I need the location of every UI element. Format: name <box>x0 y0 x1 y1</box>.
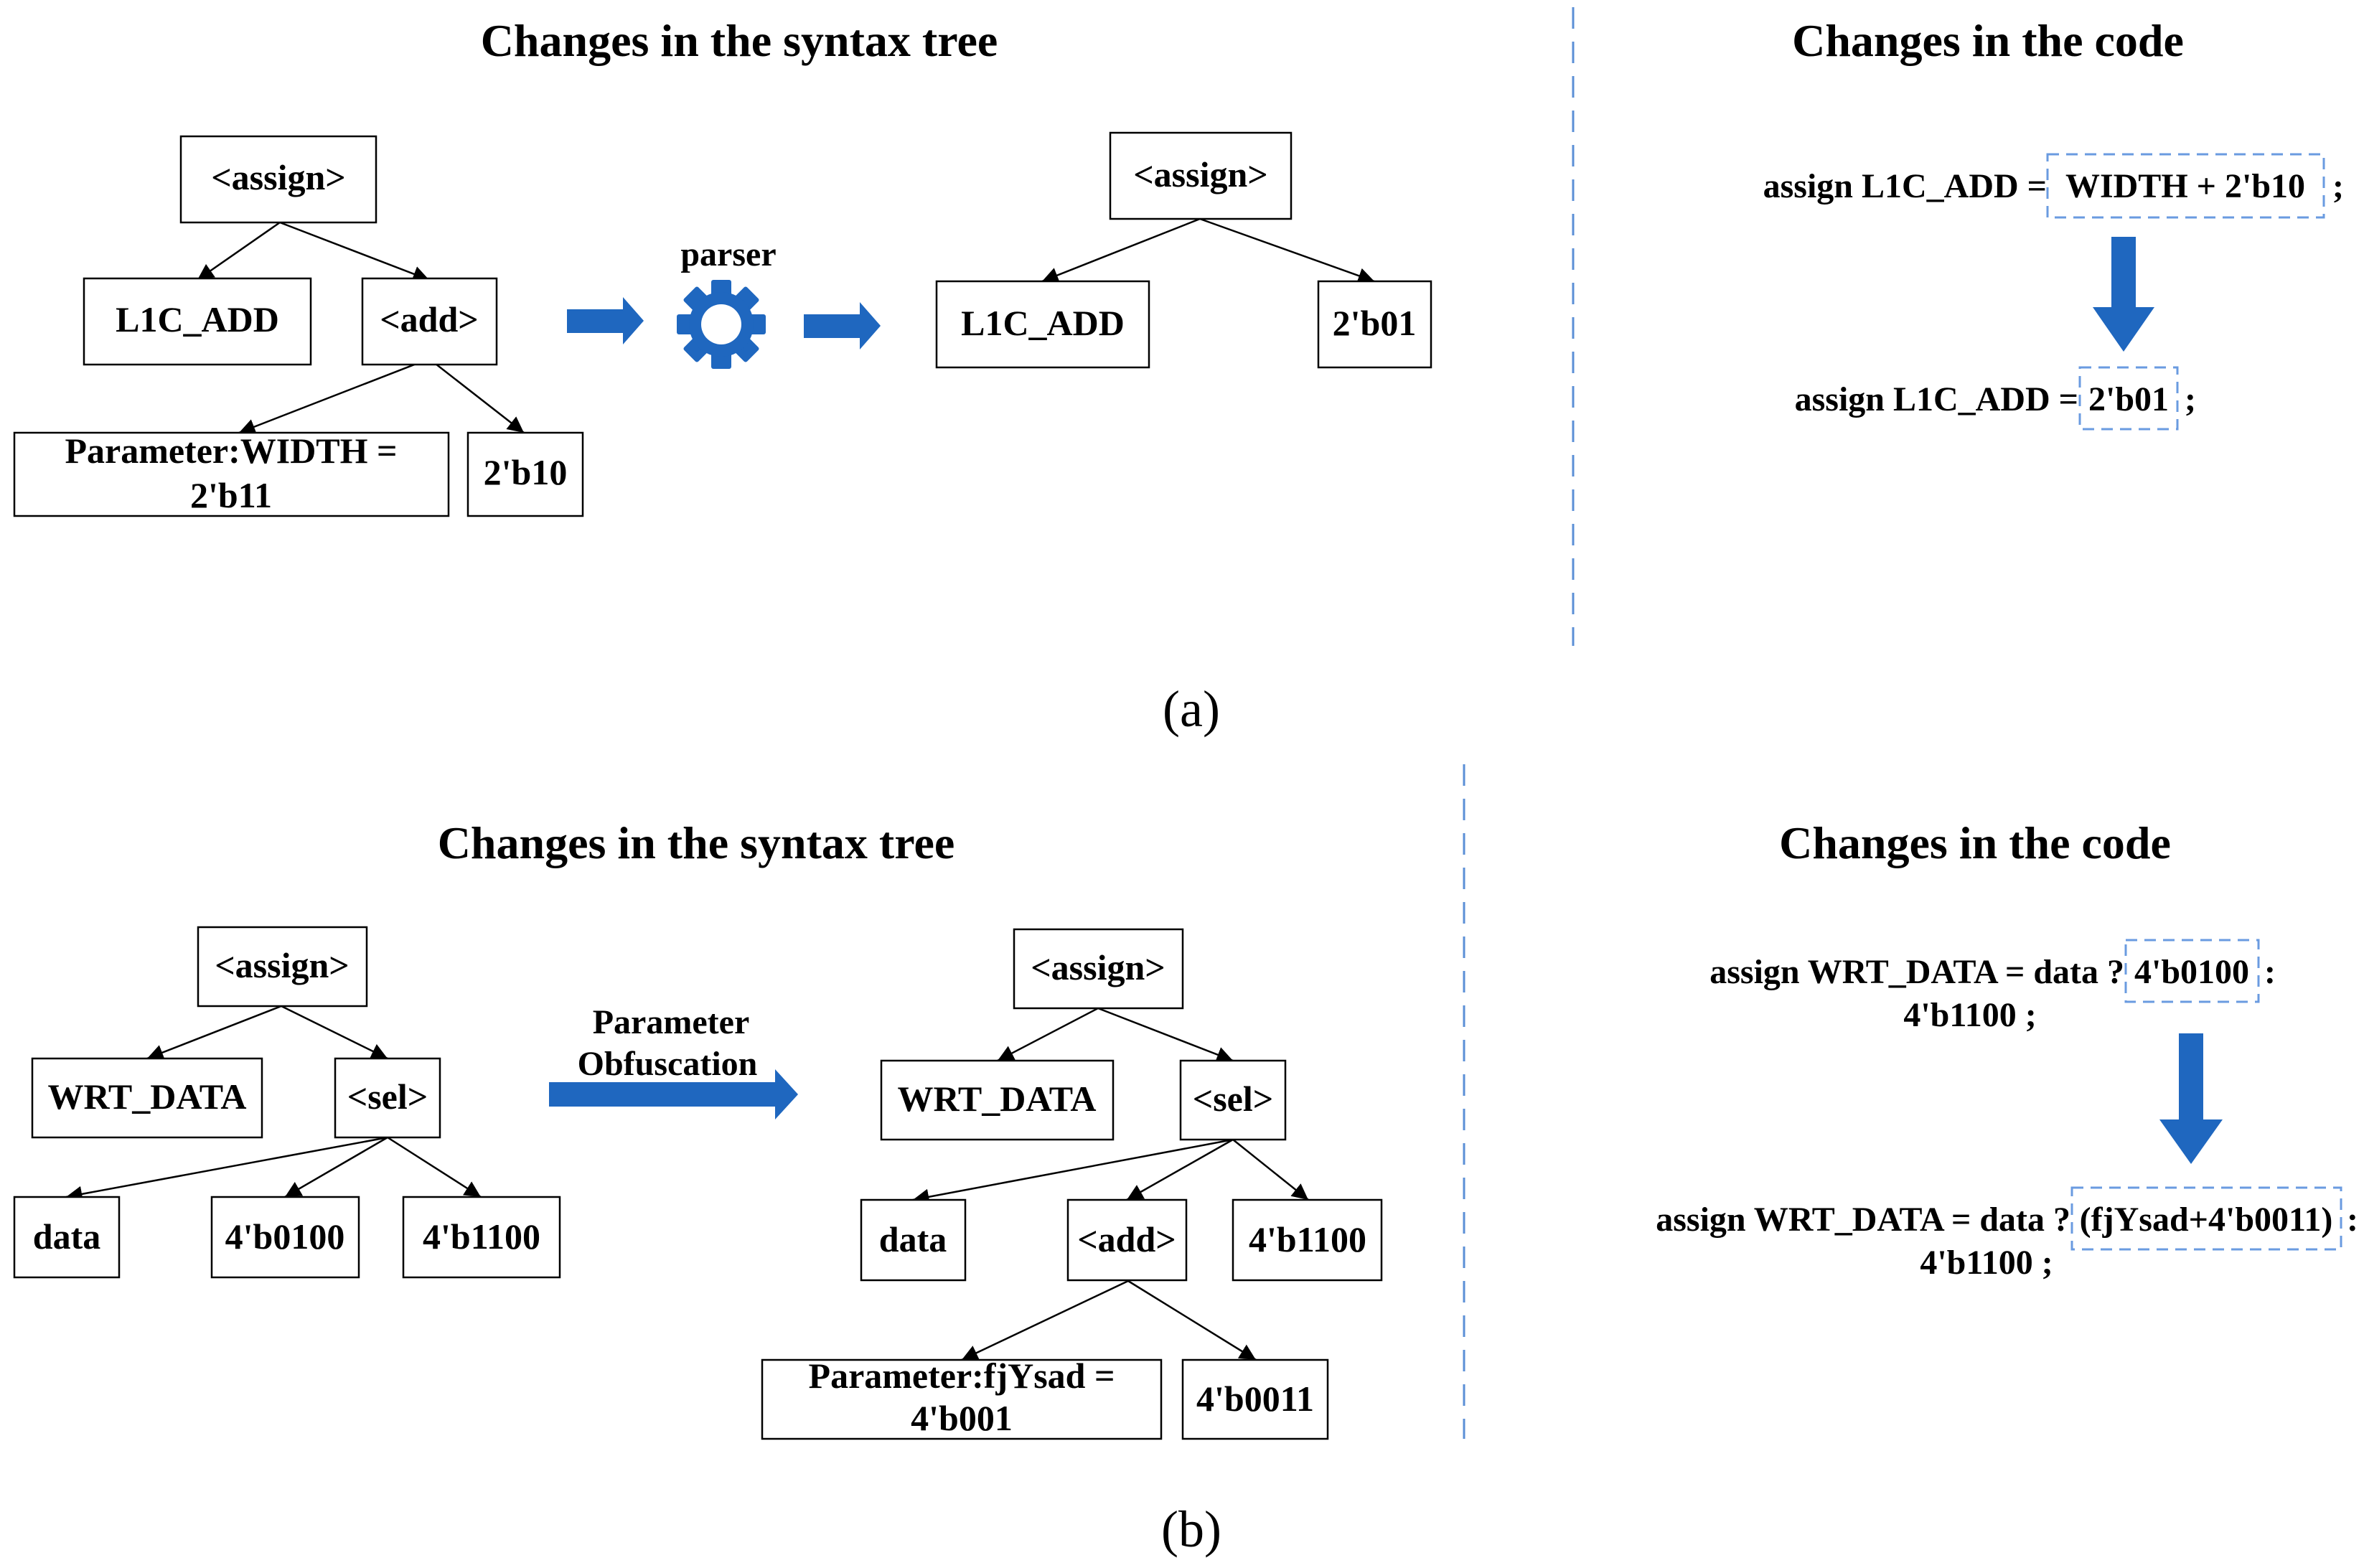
svg-text:assign WRT_DATA = data ?: assign WRT_DATA = data ? <box>1709 953 2124 991</box>
parser-label: parser <box>680 235 776 273</box>
svg-text:2'b01: 2'b01 <box>2088 380 2169 418</box>
svg-text:WRT_DATA: WRT_DATA <box>898 1079 1097 1119</box>
svg-text:Parameter:WIDTH =: Parameter:WIDTH = <box>65 431 397 471</box>
svg-text:4'b1100 ;: 4'b1100 ; <box>1903 996 2036 1034</box>
panel-a-after-node-assign: <assign> <box>1109 131 1293 220</box>
panel-b: Changes in the syntax tree Changes in th… <box>13 764 2358 1558</box>
parameter-obfuscation-label-line1: Parameter <box>593 1003 750 1041</box>
panel-b-code-after: assign WRT_DATA = data ? (fjYsad+4'b0011… <box>1656 1186 2358 1282</box>
svg-text:2'b11: 2'b11 <box>190 475 272 515</box>
svg-text:4'b001: 4'b001 <box>911 1398 1013 1438</box>
panel-b-node-sel: <sel> <box>334 1057 441 1139</box>
svg-text:<assign>: <assign> <box>211 157 346 197</box>
svg-text:data: data <box>33 1216 100 1257</box>
svg-text:assign WRT_DATA = data ?: assign WRT_DATA = data ? <box>1656 1201 2070 1239</box>
panel-b-code-before: assign WRT_DATA = data ? 4'b0100 : 4'b11… <box>1709 939 2276 1034</box>
panel-a-node-lit-2b10: 2'b10 <box>466 431 584 517</box>
panel-a-tree-before-edges <box>197 221 525 435</box>
panel-b-tree-before-edges <box>65 1005 482 1202</box>
panel-a-code-before: assign L1C_ADD = WIDTH + 2'b10 ; <box>1763 153 2344 219</box>
panel-a-tree-after-edges <box>1041 217 1375 284</box>
svg-text:4'b0100: 4'b0100 <box>225 1216 345 1257</box>
panel-a-tree-title: Changes in the syntax tree <box>481 15 998 66</box>
panel-b-node-wrt-data: WRT_DATA <box>31 1057 263 1139</box>
panel-a-code-title: Changes in the code <box>1792 15 2184 66</box>
svg-text:(fjYsad+4'b0011): (fjYsad+4'b0011) <box>2080 1201 2333 1239</box>
svg-text:2'b10: 2'b10 <box>484 452 568 492</box>
svg-text:assign L1C_ADD =: assign L1C_ADD = <box>1795 380 2078 418</box>
panel-b-after-node-assign: <assign> <box>1013 928 1184 1010</box>
panel-a: Changes in the syntax tree Changes in th… <box>13 7 2344 738</box>
panel-a-node-parameter-width: Parameter:WIDTH = 2'b11 <box>13 431 450 517</box>
panel-a-node-add: <add> <box>361 277 498 366</box>
panel-b-node-assign: <assign> <box>197 926 368 1008</box>
panel-a-after-node-lit-2b01: 2'b01 <box>1317 280 1432 369</box>
svg-text:WRT_DATA: WRT_DATA <box>48 1076 247 1117</box>
panel-b-transform-arrow <box>549 1069 798 1119</box>
svg-text:;: ; <box>2332 167 2344 205</box>
panel-b-after-node-lit-4b0011: 4'b0011 <box>1181 1358 1329 1440</box>
panel-a-node-l1c-add: L1C_ADD <box>83 277 312 366</box>
panel-b-after-node-lit-4b1100: 4'b1100 <box>1232 1198 1383 1282</box>
svg-text:;: ; <box>2185 380 2196 418</box>
panel-b-code-title: Changes in the code <box>1779 817 2171 868</box>
svg-text:4'b1100: 4'b1100 <box>423 1216 540 1257</box>
svg-text:data: data <box>879 1219 947 1259</box>
svg-text:2'b01: 2'b01 <box>1333 303 1417 343</box>
svg-text:Parameter:fjYsad =: Parameter:fjYsad = <box>809 1356 1115 1396</box>
panel-b-node-lit-4b0100: 4'b0100 <box>210 1196 360 1279</box>
svg-text::: : <box>2347 1201 2358 1239</box>
svg-text:<add>: <add> <box>1077 1219 1176 1259</box>
panel-b-tree-title: Changes in the syntax tree <box>438 817 955 868</box>
panel-a-code-after: assign L1C_ADD = 2'b01 ; <box>1795 366 2196 431</box>
panel-a-after-node-l1c-add: L1C_ADD <box>935 280 1150 369</box>
panel-a-arrow-right <box>804 302 881 349</box>
panel-b-after-node-parameter-fjysad: Parameter:fjYsad = 4'b001 <box>761 1356 1163 1440</box>
svg-text:4'b1100 ;: 4'b1100 ; <box>1920 1244 2053 1282</box>
panel-a-arrow-left <box>567 297 644 344</box>
svg-text:<assign>: <assign> <box>1031 947 1165 987</box>
gear-icon <box>677 280 766 369</box>
svg-text:<sel>: <sel> <box>1193 1079 1274 1119</box>
panel-b-label: (b) <box>1161 1501 1221 1558</box>
svg-text:<assign>: <assign> <box>1133 154 1268 194</box>
svg-text:<add>: <add> <box>380 299 479 339</box>
svg-text:4'b0100: 4'b0100 <box>2134 953 2249 991</box>
svg-text:4'b1100: 4'b1100 <box>1249 1219 1366 1259</box>
panel-b-after-node-add: <add> <box>1066 1198 1188 1282</box>
panel-b-node-data: data <box>13 1196 121 1279</box>
panel-b-node-lit-4b1100: 4'b1100 <box>402 1196 561 1279</box>
panel-a-label: (a) <box>1163 680 1220 738</box>
parameter-obfuscation-label-line2: Obfuscation <box>578 1045 758 1083</box>
panel-a-code-down-arrow <box>2093 237 2154 352</box>
svg-text:WIDTH + 2'b10: WIDTH + 2'b10 <box>2065 167 2305 205</box>
svg-text:4'b0011: 4'b0011 <box>1196 1379 1314 1419</box>
panel-b-tree-after-edges <box>912 1007 1309 1361</box>
svg-text:<sel>: <sel> <box>347 1076 428 1117</box>
svg-text:L1C_ADD: L1C_ADD <box>116 299 279 339</box>
svg-text::: : <box>2264 953 2276 991</box>
panel-b-code-down-arrow <box>2159 1033 2223 1164</box>
panel-a-node-assign: <assign> <box>179 135 377 224</box>
svg-text:assign L1C_ADD =: assign L1C_ADD = <box>1763 167 2047 205</box>
svg-text:L1C_ADD: L1C_ADD <box>961 303 1125 343</box>
svg-text:<assign>: <assign> <box>215 945 350 985</box>
panel-b-after-node-wrt-data: WRT_DATA <box>880 1059 1115 1141</box>
panel-b-after-node-sel: <sel> <box>1179 1059 1287 1141</box>
panel-b-after-node-data: data <box>860 1198 967 1282</box>
